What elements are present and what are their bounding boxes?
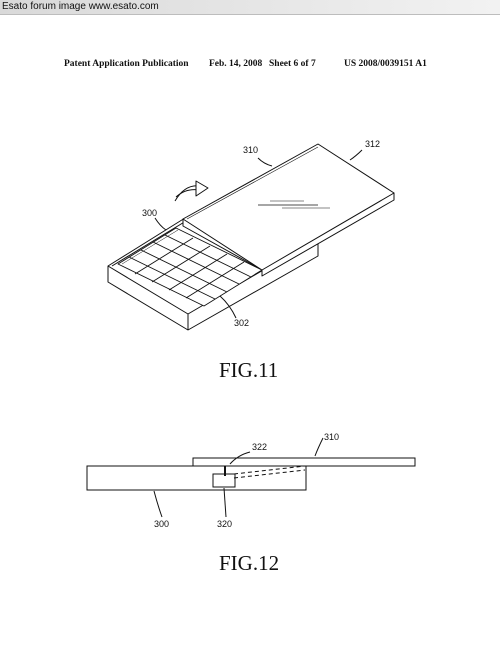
sheet-number: Sheet 6 of 7 xyxy=(269,59,316,69)
watermark-banner: Esato forum image www.esato.com xyxy=(0,0,500,15)
publication-label: Patent Application Publication xyxy=(64,59,189,69)
fig12-drawing xyxy=(86,437,416,518)
fig11-label-312: 312 xyxy=(365,139,380,149)
fig11-caption: FIG.11 xyxy=(219,358,278,382)
patent-number: US 2008/0039151 A1 xyxy=(344,59,427,69)
rotation-arrow xyxy=(174,180,209,202)
side-slide xyxy=(192,457,416,467)
fig12-label-320: 320 xyxy=(217,519,232,529)
fig11-drawing xyxy=(107,143,395,331)
slide-panel xyxy=(182,143,395,277)
side-body xyxy=(86,465,307,491)
fig11-label-300: 300 xyxy=(142,208,157,218)
watermark-text: Esato forum image www.esato.com xyxy=(2,1,159,12)
fig12-caption: FIG.12 xyxy=(219,551,279,575)
fig12-label-300: 300 xyxy=(154,519,169,529)
patent-header: Patent Application Publication Feb. 14, … xyxy=(0,58,500,70)
fig11-label-302: 302 xyxy=(234,318,249,328)
fig12-label-322: 322 xyxy=(252,442,267,452)
publication-date: Feb. 14, 2008 xyxy=(209,59,263,69)
keypad-grid xyxy=(117,227,263,307)
fig12-label-310: 310 xyxy=(324,432,339,442)
fig11-label-310: 310 xyxy=(243,145,258,155)
